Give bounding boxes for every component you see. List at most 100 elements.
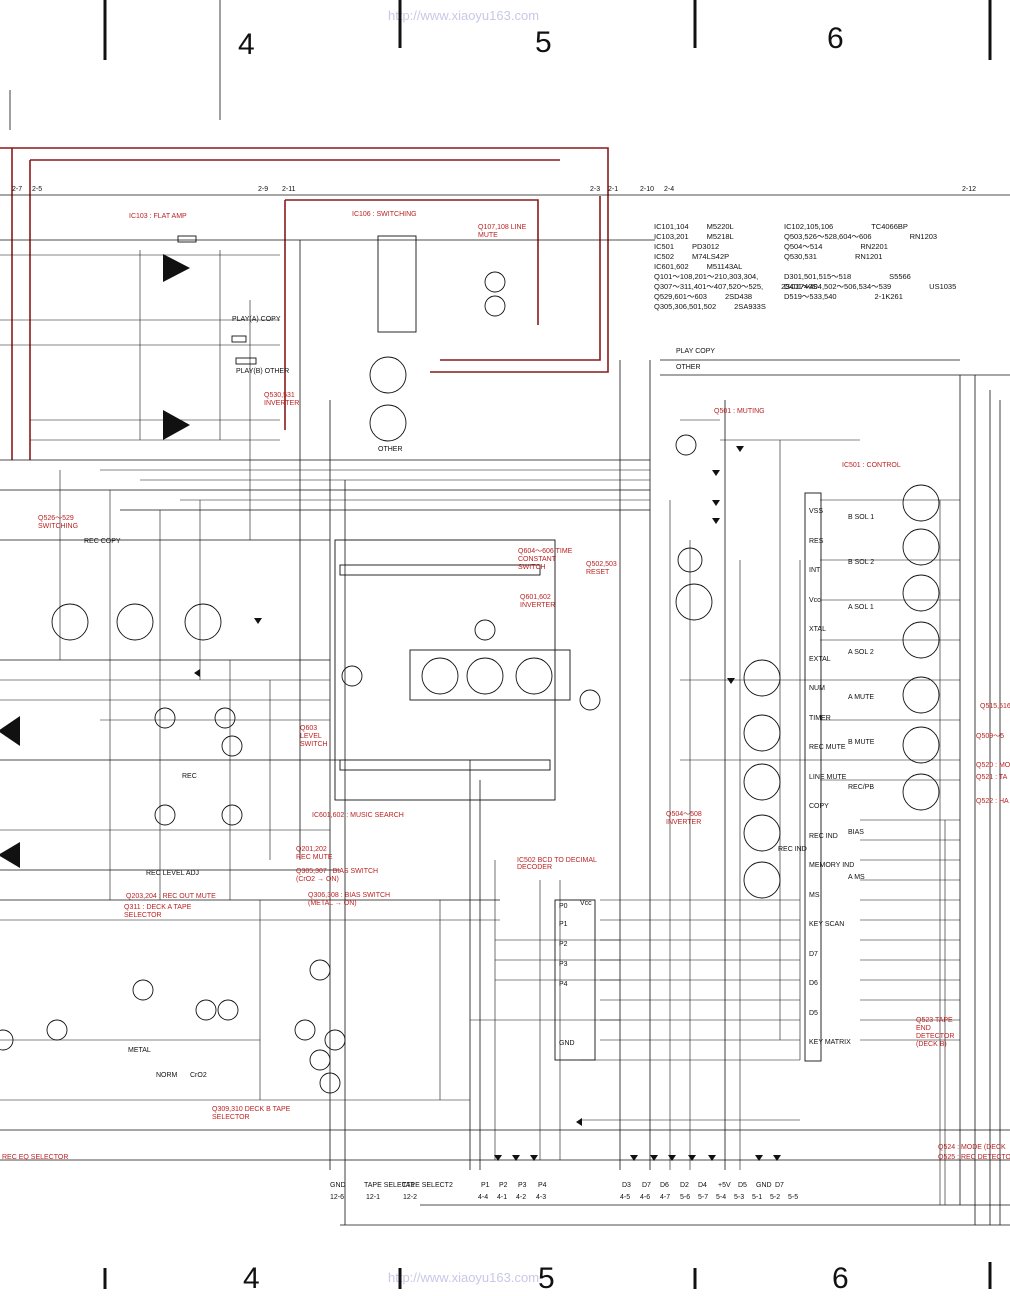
ic501-pin-left: KEY MATRIX [809, 1039, 851, 1046]
part-ref: Q305,306,501,502 [654, 302, 717, 311]
parts-table-row: Q101～108,201～210,303,304, [654, 272, 776, 282]
ic501-pin-right: A SOL 1 [848, 604, 874, 611]
part-type: 2SC1740S [781, 282, 818, 291]
ic501-title: IC501 : CONTROL [842, 462, 901, 469]
ic501-pin-left: RES [809, 537, 824, 545]
part-type: 2SD438 [724, 292, 753, 301]
part-ref: IC501 [654, 242, 675, 251]
ic501-pin-left: MEMORY IND [809, 862, 855, 869]
connector-top-2-12: 2-12 [962, 186, 977, 193]
connector-bottom-label: TAPE SELECT2 [402, 1182, 453, 1189]
grid-column-5-bottom: 5 [538, 1262, 555, 1295]
part-ref: Q530,531 [784, 252, 817, 261]
ic501-pin-right: B SOL 1 [848, 514, 875, 521]
connector-bottom-label: D4 [698, 1182, 707, 1189]
label-q201-rec-mute: Q201,202 : REC MUTE [296, 846, 333, 861]
ic501-pin-right: B MUTE [848, 739, 875, 746]
connector-top-2-1: 2-1 [608, 186, 619, 193]
label-q311-deck-a-selector: Q311 : DECK A TAPE SELECTOR [124, 904, 192, 919]
side-label-q509: Q509～5 [976, 733, 1005, 740]
ic502-pin: Vcc [580, 900, 592, 907]
side-label-q522: Q522 : HA [976, 798, 1009, 805]
part-type: M51143AL [706, 262, 743, 271]
switch-label: CrO2 [190, 1072, 207, 1079]
ic501-pin-left: MS [809, 891, 820, 899]
part-ref: D519～533,540 [784, 292, 837, 301]
connector-bottom-pin: 4-4 [478, 1194, 489, 1201]
label-q305-bias-switch: Q305,307 : BIAS SWITCH (CrO2 → ON) [296, 868, 379, 883]
side-label-q521: Q521 : TA [976, 774, 1008, 781]
connector-bottom-pin: 4-2 [516, 1194, 527, 1201]
part-type: TC4066BP [871, 222, 908, 231]
ic501-pin-left: COPY [809, 803, 829, 810]
switch-label: PLAY COPY [676, 348, 716, 355]
part-ref: Q307～311,401～407,520～525, [654, 282, 764, 291]
part-type: 2-1K261 [874, 292, 903, 301]
ic501-pin-right: B SOL 2 [848, 559, 875, 566]
ic502-pin: P0 [559, 903, 568, 910]
connector-top-2-7: 2-7 [12, 186, 23, 193]
part-type: PD3012 [692, 242, 720, 251]
connector-bottom-label: D6 [660, 1182, 669, 1189]
connector-bottom-label: GND [756, 1182, 772, 1189]
label-q523-tape-end: Q523 TAPE END DETECTOR (DECK B) [916, 1017, 955, 1048]
connector-bottom-label: D7 [642, 1182, 651, 1189]
part-type: RN2201 [860, 242, 888, 251]
connector-top-2-5: 2-5 [32, 186, 43, 193]
switch-label: OTHER [378, 446, 403, 453]
ic502-pin: GND [559, 1040, 575, 1047]
ic501-pin-left: LINE MUTE [809, 773, 847, 781]
label-q203-rec-out-mute: Q203,204 : REC OUT MUTE [126, 893, 216, 900]
ic501-pin-left: XTAL [809, 626, 826, 633]
side-label-q525: Q525 : REC DETECTO [938, 1154, 1010, 1161]
connector-bottom-label: P3 [518, 1182, 527, 1189]
part-type: RN1203 [909, 232, 938, 241]
connector-bottom-pin: 12-2 [403, 1194, 418, 1201]
ic501-pin-left: EXTAL [809, 655, 831, 663]
watermark-url-top: http://www.xiaoyu163.com [388, 8, 540, 23]
label-q603-level-switch: Q603 LEVEL SWITCH [300, 725, 328, 748]
connector-bottom-pin: 4-6 [640, 1194, 651, 1201]
connector-bottom-pin: 4-5 [620, 1194, 631, 1201]
part-type: S5566 [889, 272, 911, 281]
ic501-pin-left: KEY SCAN [809, 921, 845, 928]
ic501-pin-left: VSS [809, 508, 824, 515]
ic501-pin-right: A MS [848, 874, 865, 881]
part-type: US1035 [929, 282, 957, 291]
ic601-602-title: IC601,602 : MUSIC SEARCH [312, 812, 404, 819]
connector-bottom-label: TAPE SELECT1 [364, 1182, 415, 1189]
part-ref: IC102,105,106 [784, 222, 834, 231]
ic502-pin: P3 [559, 961, 568, 968]
connector-bottom-label: P2 [499, 1182, 508, 1189]
ic501-pin-left: TIMER [809, 714, 831, 722]
label-q526-switching: Q526～529 SWITCHING [38, 515, 79, 530]
grid-column-4-bottom: 4 [243, 1262, 260, 1295]
connector-bottom-pin: 12-6 [330, 1194, 345, 1201]
part-ref: D301,501,515～518 [784, 272, 852, 281]
part-ref: Q503,526～528,604～606 [784, 232, 872, 241]
connector-bottom-label: D7 [775, 1182, 784, 1189]
label-q530-inverter: Q530,531 INVERTER [264, 392, 300, 407]
ic501-pin-left: INT [809, 567, 821, 574]
ic106-title: IC106 : SWITCHING [352, 211, 417, 218]
switch-label: REC COPY [84, 538, 121, 545]
connector-bottom-pin: 5-5 [788, 1194, 799, 1201]
part-type: M5218L [706, 232, 734, 241]
side-label-q520: Q520 : MO [976, 762, 1010, 769]
connector-top-2-9: 2-9 [258, 186, 269, 193]
connector-bottom-pin: 12-1 [366, 1194, 381, 1201]
label-q504-inverter: Q504～508 INVERTER [666, 811, 702, 826]
watermark-url-bottom: http://www.xiaoyu163.com [388, 1270, 540, 1285]
ic502-title: IC502 BCD TO DECIMAL DECODER [517, 857, 597, 871]
parts-table-row: D519～533,540 2-1K261 [784, 292, 903, 302]
ic501-pin-right: REC/PB [848, 784, 875, 791]
label-q107-line-mute: Q107,108 LINE MUTE [478, 224, 527, 239]
connector-top-2-4: 2-4 [664, 186, 675, 193]
part-ref: Q101～108,201～210,303,304, [654, 272, 759, 281]
